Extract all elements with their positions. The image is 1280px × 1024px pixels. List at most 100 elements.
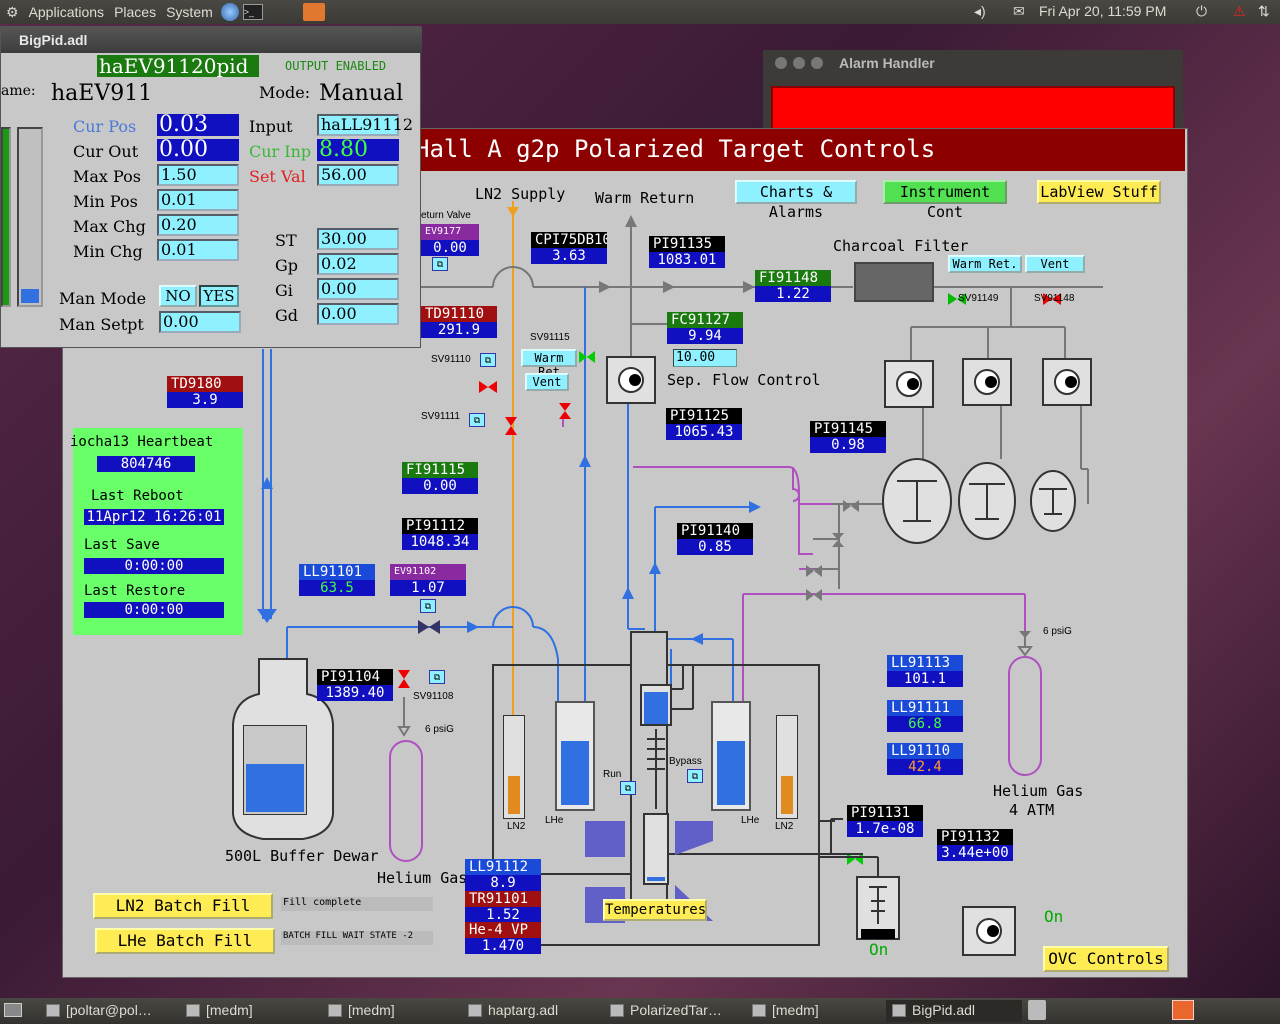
run-related-button[interactable]: ⧉ — [620, 781, 636, 795]
bigpid-title: BigPid.adl — [1, 27, 422, 53]
vent-valve-button[interactable]: Vent — [525, 373, 569, 391]
instrument-cont-button[interactable]: Instrument Cont — [883, 180, 1007, 221]
man-mode-no-button[interactable]: NO — [159, 285, 197, 307]
tank-ln2-left — [503, 715, 525, 819]
browser-icon[interactable] — [220, 3, 239, 21]
mode-label: Mode: — [259, 83, 311, 102]
window-icon — [892, 1004, 906, 1017]
workspace-switcher[interactable] — [1172, 1000, 1194, 1020]
lhe-right-label: LHe — [741, 815, 760, 826]
st-input[interactable]: 30.00 — [317, 228, 399, 250]
heartbeat-count: 804746 — [97, 456, 195, 472]
max-pos-input[interactable]: 1.50 — [157, 164, 239, 186]
cur-pos-label: Cur Pos — [73, 117, 137, 136]
output-status: OUTPUT ENABLED — [259, 55, 409, 77]
return-valve-label: eturn Valve — [421, 210, 471, 221]
set-val-input[interactable]: 56.00 — [317, 164, 399, 186]
gp-input[interactable]: 0.02 — [317, 253, 399, 275]
task-medm-1[interactable]: [medm] — [180, 1000, 316, 1022]
man-mode-yes-button[interactable]: YES — [199, 285, 239, 307]
sv91110-related-button[interactable]: ⧉ — [480, 353, 496, 367]
menu-system[interactable]: System — [166, 4, 213, 20]
labview-stuff-button[interactable]: LabView Stuff — [1037, 180, 1161, 204]
gi-input[interactable]: 0.00 — [317, 278, 399, 300]
min-chg-input[interactable]: 0.01 — [157, 239, 239, 261]
sv91111-related-button[interactable]: ⧉ — [469, 413, 485, 427]
man-setpt-input[interactable]: 0.00 — [159, 311, 241, 333]
sv91108-related-button[interactable]: ⧉ — [429, 670, 445, 684]
sep-flow-setpoint-input[interactable]: 10.00 — [673, 349, 737, 367]
helium-gas-4atm-cylinder — [1008, 656, 1042, 776]
name-value: haEV911 — [51, 81, 153, 106]
last-reboot-label: Last Reboot — [91, 488, 184, 504]
gi-label: Gi — [275, 281, 293, 300]
clock[interactable]: Fri Apr 20, 11:59 PM — [1039, 3, 1167, 19]
ln2-supply-label: LN2 Supply — [475, 185, 566, 203]
task-medm-3[interactable]: [medm] — [746, 1000, 882, 1022]
volume-icon[interactable]: ◂) — [974, 3, 986, 19]
files-icon[interactable] — [302, 3, 325, 21]
input-field[interactable]: haLL91112 — [317, 114, 413, 136]
lhe-left-label: LHe — [545, 815, 564, 826]
bypass-related-button[interactable]: ⧉ — [687, 769, 703, 783]
cur-inp-label: Cur Inp — [249, 142, 312, 161]
gd-label: Gd — [275, 306, 299, 325]
run-label: Run — [603, 769, 622, 780]
trash-icon[interactable] — [1028, 1000, 1046, 1020]
ovc-controls-button[interactable]: OVC Controls — [1043, 946, 1169, 972]
max-chg-input[interactable]: 0.20 — [157, 214, 239, 236]
close-icon[interactable] — [775, 57, 787, 69]
set-val-label: Set Val — [249, 167, 306, 186]
temperatures-button[interactable]: Temperatures — [603, 899, 707, 921]
maximize-icon[interactable] — [811, 57, 823, 69]
minimize-icon[interactable] — [793, 57, 805, 69]
window-icon — [468, 1004, 482, 1017]
taskbar: [poltar@pol… [medm] [medm] haptarg.adl P… — [0, 998, 1280, 1024]
menu-applications[interactable]: Applications — [28, 4, 105, 20]
name-label: ame: — [1, 83, 36, 99]
menu-places[interactable]: Places — [114, 4, 157, 20]
task-haptarg[interactable]: haptarg.adl — [462, 1000, 598, 1022]
power-icon[interactable]: ⏻ — [1196, 3, 1208, 19]
psig-label-2: 6 psiG — [1043, 626, 1072, 637]
bigpid-window: BigPid.adl haEV91120pid OUTPUT ENABLED a… — [0, 26, 422, 348]
task-polarizedtarget[interactable]: PolarizedTar… — [604, 1000, 740, 1022]
ubuntu-logo-icon[interactable]: ⚙ — [6, 3, 19, 20]
max-chg-label: Max Chg — [73, 217, 146, 236]
alarm-indicator[interactable] — [771, 86, 1175, 130]
mail-icon[interactable]: ✉ — [1013, 3, 1025, 19]
window-icon — [752, 1004, 766, 1017]
bypass-label: Bypass — [669, 756, 702, 767]
terminal-icon[interactable]: >_ — [242, 4, 263, 20]
ln2-batch-fill-button[interactable]: LN2 Batch Fill — [93, 893, 273, 919]
piping-diagram — [232, 201, 1103, 956]
psig-label-1: 6 psiG — [425, 724, 454, 735]
show-desktop-icon[interactable] — [4, 1003, 22, 1017]
heartbeat-panel: iocha13 Heartbeat 804746 Last Reboot 11A… — [70, 428, 243, 635]
task-bigpid[interactable]: BigPid.adl — [886, 1000, 1022, 1022]
warm-ret-valve-button[interactable]: Warm Ret — [521, 349, 577, 379]
task-terminal[interactable]: [poltar@pol… — [40, 1000, 176, 1022]
ev91102-related-button[interactable]: ⧉ — [420, 599, 436, 613]
warning-icon[interactable]: ⚠ — [1233, 3, 1246, 19]
warm-ret-button[interactable]: Warm Ret. — [948, 255, 1022, 273]
min-pos-input[interactable]: 0.01 — [157, 189, 239, 211]
vent-button[interactable]: Vent — [1025, 255, 1085, 273]
ev9177-related-button[interactable]: ⧉ — [432, 257, 448, 271]
task-medm-2[interactable]: [medm] — [322, 1000, 458, 1022]
network-icon[interactable]: ⇅ — [1258, 3, 1270, 19]
gd-input[interactable]: 0.00 — [317, 303, 399, 325]
lhe-batch-fill-button[interactable]: LHe Batch Fill — [95, 928, 275, 954]
cur-out-value: 0.00 — [157, 139, 239, 161]
charts-alarms-button[interactable]: Charts & Alarms — [735, 180, 857, 221]
